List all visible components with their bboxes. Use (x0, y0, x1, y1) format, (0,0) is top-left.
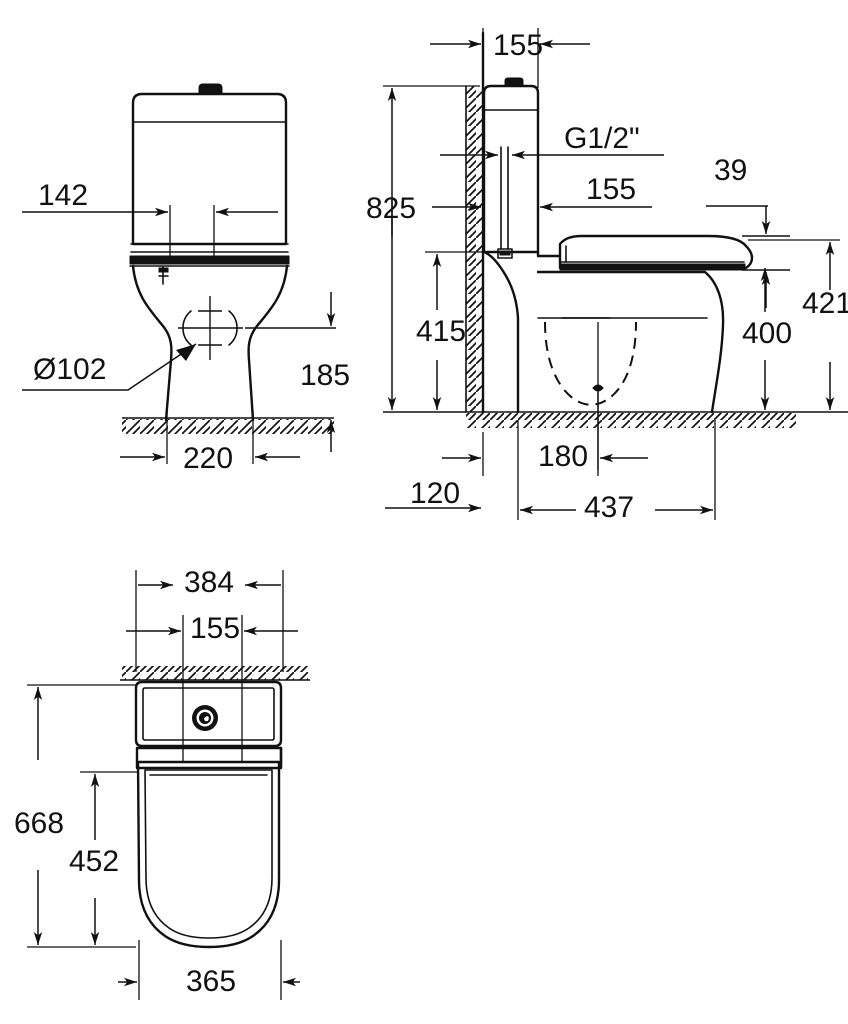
dim-plan-384: 384 (135, 566, 284, 672)
dim-plan-452: 452 (69, 771, 139, 945)
front-floor (122, 417, 334, 434)
dim-label-plan-384: 384 (184, 566, 234, 599)
plan-view: 384 155 668 452 (14, 566, 310, 1000)
dim-side-421: 421 (748, 239, 848, 410)
dim-label-side-437: 437 (584, 491, 634, 524)
dim-side-155-top: 155 (430, 28, 590, 88)
ceiling-hatch (122, 666, 308, 680)
dim-label-front-185: 185 (300, 359, 350, 392)
dim-label-side-421: 421 (802, 287, 848, 320)
plan-cistern (134, 680, 283, 748)
dim-plan-668: 668 (14, 684, 136, 948)
dim-plan-155: 155 (126, 612, 298, 762)
dim-plan-365: 365 (118, 940, 300, 1000)
dim-label-side-g12: G1/2" (564, 122, 640, 155)
side-floor (383, 411, 848, 428)
dim-label-plan-668: 668 (14, 807, 64, 840)
side-cistern (482, 77, 540, 259)
trap-hidden (544, 321, 637, 406)
dim-side-825: 825 (366, 85, 480, 410)
front-bowl (131, 264, 289, 422)
dim-side-437: 437 (517, 420, 716, 524)
dim-side-180: 180 (442, 322, 648, 476)
dim-label-side-155-mid: 155 (586, 173, 636, 206)
plan-seat (135, 746, 283, 949)
dim-front-185: 185 (245, 292, 350, 452)
dim-side-415: 415 (416, 251, 484, 410)
dim-label-side-120: 120 (410, 477, 460, 510)
dual-flush-button (192, 705, 218, 731)
dim-label-plan-365: 365 (186, 965, 236, 998)
side-view: 155 G1/2" 825 155 39 (366, 28, 848, 524)
wall-hatch (466, 86, 483, 412)
floor-hatch-side (466, 413, 796, 428)
dim-front-220: 220 (120, 410, 300, 475)
front-view: 142 Ø102 185 220 (22, 83, 350, 475)
dim-label-side-180: 180 (538, 440, 588, 473)
dim-label-plan-155: 155 (190, 612, 240, 645)
dim-side-400: 400 (742, 268, 792, 410)
floor-hatch (122, 419, 334, 434)
flush-button-side (504, 77, 524, 87)
dim-label-front-220: 220 (183, 442, 233, 475)
supply-pipe (497, 146, 513, 259)
dim-label-plan-452: 452 (69, 845, 119, 878)
dim-side-120: 120 (385, 477, 481, 513)
dim-label-side-400: 400 (742, 317, 792, 350)
dim-label-side-825: 825 (366, 192, 416, 225)
wall (465, 31, 485, 414)
dim-label-side-39: 39 (714, 154, 747, 187)
front-seat-stack (129, 243, 290, 267)
plan-wall (120, 666, 310, 681)
dim-side-155-mid: 155 (432, 173, 652, 212)
side-bowl (482, 234, 754, 414)
front-cistern (131, 83, 288, 246)
dim-side-g12: G1/2" (440, 122, 664, 160)
dim-label-side-415: 415 (416, 315, 466, 348)
outlet-center-mark (178, 296, 243, 360)
flush-button-front (198, 83, 223, 95)
dim-label-front-dia102: Ø102 (33, 353, 106, 386)
dim-front-142: 142 (22, 179, 278, 262)
dim-front-dia102: Ø102 (22, 343, 197, 391)
dim-label-front-142: 142 (38, 179, 88, 212)
dim-side-39: 39 (706, 154, 790, 308)
dim-label-side-155-top: 155 (493, 29, 543, 62)
